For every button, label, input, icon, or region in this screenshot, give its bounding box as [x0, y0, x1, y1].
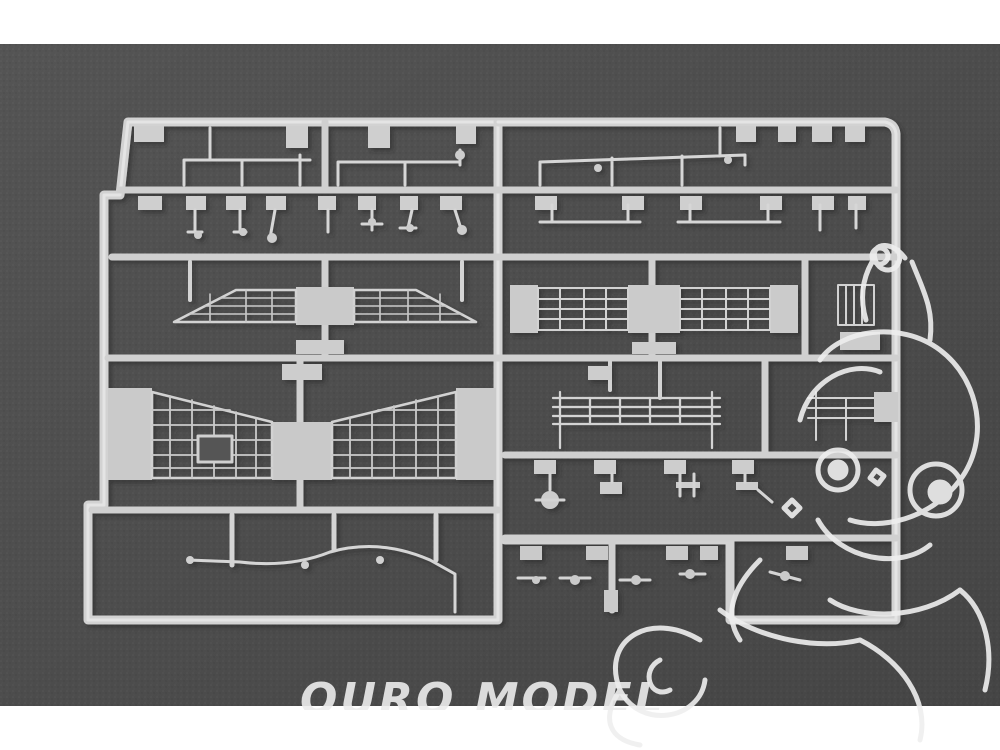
small-railing-part — [807, 391, 898, 441]
cartoon-snail-mascot-icon — [607, 243, 992, 748]
curved-rail-part — [186, 512, 457, 614]
fence-panel-straight-upper-right — [510, 285, 798, 354]
top-white-band — [0, 0, 1000, 44]
fence-panel-pair-lower-left — [108, 340, 496, 480]
fence-panel-pair-upper-left — [172, 260, 478, 325]
railing-part — [551, 360, 722, 450]
watermark-text: OURO MODEL — [300, 674, 666, 710]
sprue — [83, 117, 901, 625]
